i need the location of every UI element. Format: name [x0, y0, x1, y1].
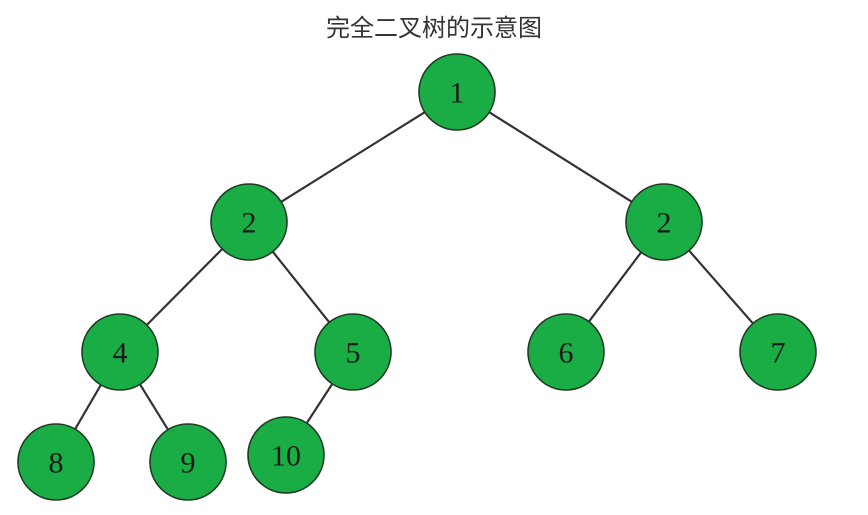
node-circle [17, 423, 95, 501]
node-label: 6 [559, 337, 574, 370]
node-circle [247, 416, 325, 494]
tree-node-n1: 1 [418, 53, 496, 131]
node-label: 10 [271, 440, 301, 473]
edge-n1-n3 [488, 111, 633, 203]
edge-n5-n10 [305, 383, 334, 424]
tree-node-n7: 7 [739, 313, 817, 391]
node-circle [149, 423, 227, 501]
node-label: 2 [657, 207, 672, 240]
tree-node-n5: 5 [314, 313, 392, 391]
tree-node-n9: 9 [149, 423, 227, 501]
edge-n3-n6 [587, 251, 643, 323]
tree-node-n8: 8 [17, 423, 95, 501]
node-circle [314, 313, 392, 391]
node-circle [418, 53, 496, 131]
edge-n3-n7 [688, 249, 754, 325]
node-circle [625, 183, 703, 261]
node-label: 9 [181, 447, 196, 480]
node-label: 4 [113, 337, 128, 370]
tree-node-n2: 2 [210, 183, 288, 261]
tree-node-n4: 4 [81, 313, 159, 391]
edge-n4-n9 [139, 383, 169, 431]
edge-n4-n8 [74, 384, 102, 430]
tree-node-n10: 10 [247, 416, 325, 494]
node-circle [527, 313, 605, 391]
tree-nodes: 1 2 2 4 5 6 7 8 9 10 [17, 53, 817, 501]
tree-edges [74, 111, 754, 431]
node-label: 8 [49, 447, 64, 480]
node-label: 7 [771, 337, 786, 370]
node-label: 5 [346, 337, 361, 370]
node-label: 2 [242, 207, 257, 240]
node-circle [739, 313, 817, 391]
tree-node-n6: 6 [527, 313, 605, 391]
node-circle [210, 183, 288, 261]
tree-node-n3: 2 [625, 183, 703, 261]
node-circle [81, 313, 159, 391]
diagram-title: 完全二叉树的示意图 [326, 14, 542, 42]
node-label: 1 [450, 77, 465, 110]
edge-n1-n2 [280, 111, 426, 203]
edge-n2-n5 [271, 250, 331, 324]
edge-n2-n4 [145, 248, 224, 326]
